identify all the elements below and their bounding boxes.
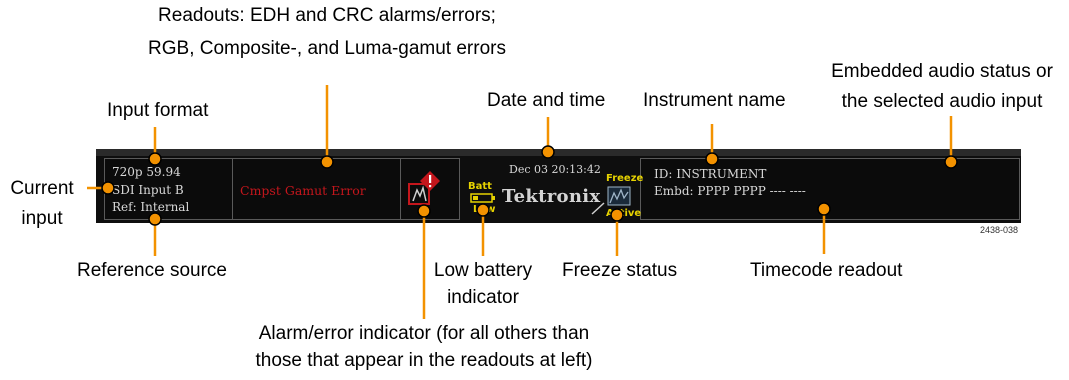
- callout-date-time: Date and time: [487, 90, 606, 111]
- current-input-text: SDI Input B: [112, 183, 184, 197]
- date-time-text: Dec 03 20:13:42: [509, 163, 601, 176]
- figure-number: 2438-038: [980, 225, 1019, 235]
- callout-reference-source: Reference source: [77, 260, 227, 281]
- callout-dot-date-time: [541, 145, 555, 159]
- callout-alarm-line2: those that appear in the readouts at lef…: [255, 350, 593, 371]
- battery-icon: [470, 193, 495, 203]
- callout-embedded-audio: Embedded audio status or the selected au…: [822, 58, 1062, 115]
- alarm-icon: [408, 171, 440, 205]
- callout-dot-instrument: [705, 152, 719, 166]
- input-readout-box: [104, 158, 233, 220]
- callout-dot-reference: [148, 212, 162, 226]
- callout-dot-embedded: [944, 155, 958, 169]
- status-bar-top-strip: [96, 149, 1021, 156]
- callout-low-battery-line1: Low battery: [433, 260, 533, 281]
- callout-readouts: Readouts: EDH and CRC alarms/errors; RGB…: [97, 2, 557, 62]
- callout-low-battery: Low battery indicator: [423, 257, 543, 311]
- callout-alarm-indicator: Alarm/error indicator (for all others th…: [224, 320, 624, 374]
- callout-embedded-line2: the selected audio input: [841, 91, 1043, 112]
- freeze-active-label: Active: [606, 208, 642, 219]
- callout-freeze-status: Freeze status: [562, 260, 678, 281]
- callout-readouts-line1: Readouts: EDH and CRC alarms/errors;: [158, 5, 496, 26]
- tektronix-logo: Tektronix: [502, 186, 601, 207]
- input-format-text: 720p 59.94: [112, 165, 181, 179]
- callout-input-format: Input format: [107, 100, 209, 121]
- gamut-error-text: Cmpst Gamut Error: [240, 183, 366, 198]
- callout-dot-input-format: [148, 152, 162, 166]
- callout-dot-current-input: [101, 181, 115, 195]
- callout-dot-freeze: [610, 208, 624, 222]
- callout-dot-timecode: [817, 202, 831, 216]
- callout-timecode-readout: Timecode readout: [750, 260, 903, 281]
- callout-alarm-line1: Alarm/error indicator (for all others th…: [258, 323, 590, 344]
- callout-dot-readouts: [320, 155, 334, 169]
- callout-instrument-name: Instrument name: [643, 90, 786, 111]
- freeze-label: Freeze: [606, 173, 644, 184]
- reference-source-text: Ref: Internal: [112, 200, 190, 214]
- freeze-icon: [607, 186, 631, 206]
- battery-label: Batt: [468, 181, 492, 192]
- callout-dot-battery: [476, 203, 490, 217]
- callout-current-input-line2: input: [21, 208, 63, 229]
- callout-readouts-line2: RGB, Composite-, and Luma-gamut errors: [148, 38, 506, 59]
- callout-dot-alarm: [417, 204, 431, 218]
- callout-low-battery-line2: indicator: [447, 287, 519, 308]
- callout-current-input-line1: Current: [10, 178, 74, 199]
- brand-swoosh-icon: [591, 202, 605, 215]
- callout-embedded-line1: Embedded audio status or: [831, 61, 1053, 82]
- callout-current-input: Current input: [0, 175, 84, 232]
- embedded-audio-text: Embd: PPPP PPPP ---- ----: [654, 184, 806, 198]
- instrument-id-text: ID: INSTRUMENT: [654, 167, 767, 181]
